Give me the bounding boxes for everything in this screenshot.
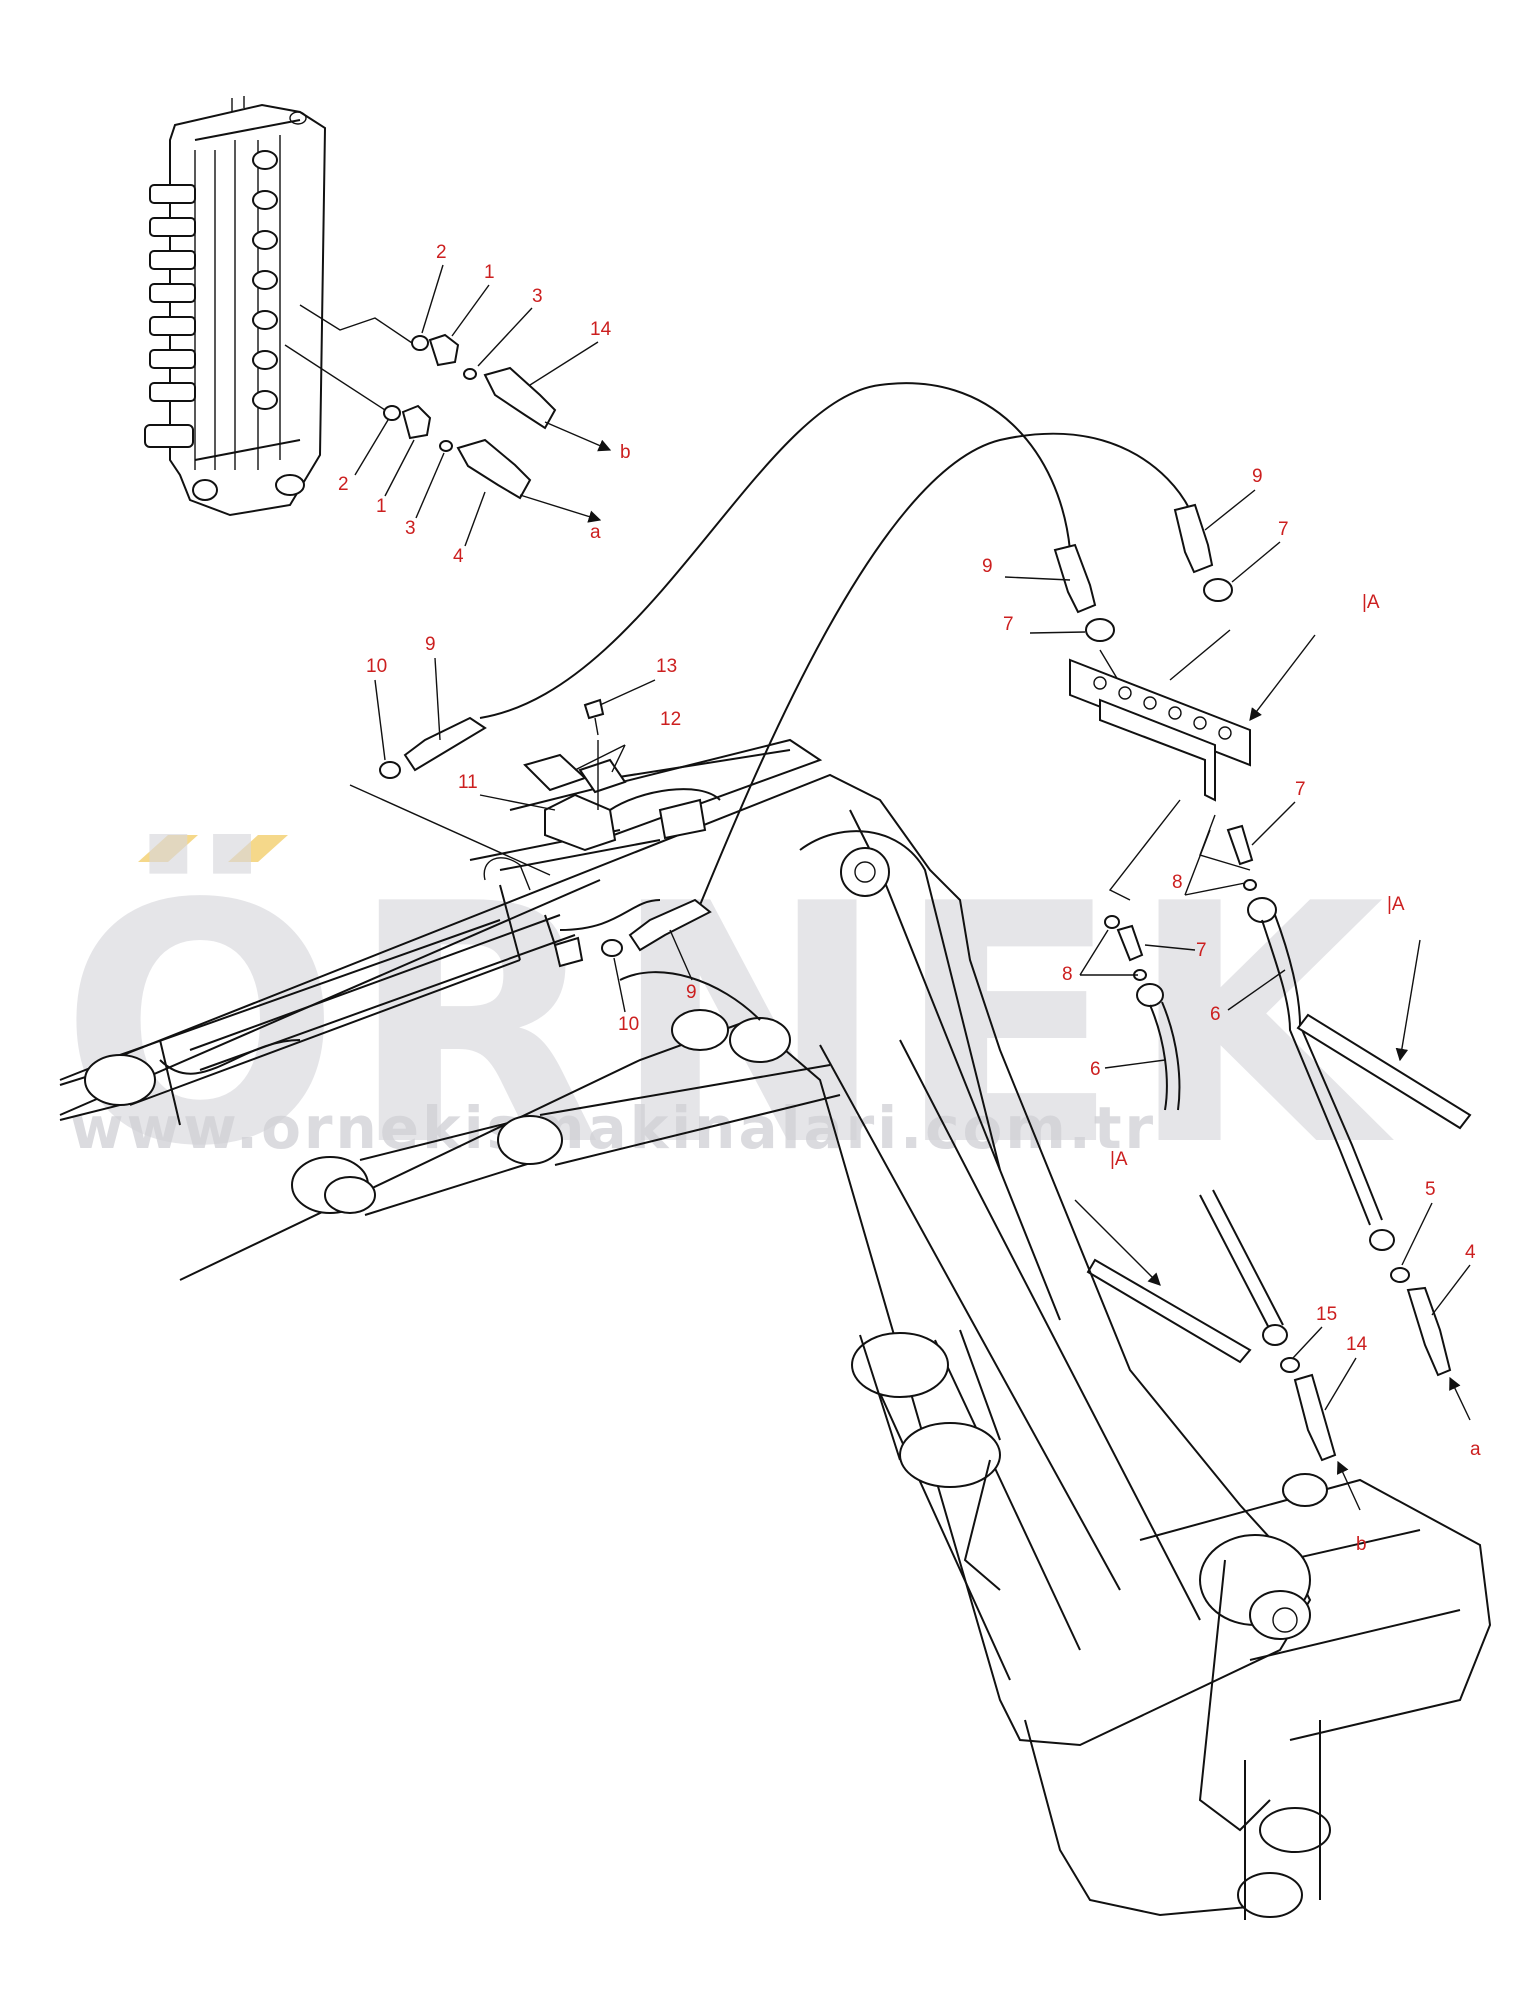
hose-end-14-lower xyxy=(1293,1373,1337,1462)
callout-9: 9 xyxy=(982,556,993,577)
fitting-set-b xyxy=(411,333,612,452)
valve-leader-top xyxy=(299,304,416,346)
watermark-accent-mark xyxy=(228,835,288,862)
hose-9-mid-arc xyxy=(699,432,1191,906)
bracket-plate xyxy=(1069,634,1316,802)
callout-14: 14 xyxy=(1346,1334,1368,1355)
callouts: 2 1 3 14 b 2 1 3 4 a 10 9 13 12 11 9 10 … xyxy=(338,242,1481,1555)
callout-11: 11 xyxy=(458,772,478,793)
callout-14: 14 xyxy=(590,319,612,340)
callout-7: 7 xyxy=(1196,940,1207,961)
hose-end-14 xyxy=(483,366,557,430)
o-ring-10 xyxy=(379,761,401,779)
o-ring-10 xyxy=(601,939,623,957)
hose-end-4-lower xyxy=(1406,1286,1452,1377)
callout-2: 2 xyxy=(338,474,349,495)
o-ring-5 xyxy=(1390,1267,1410,1283)
hose-end-4 xyxy=(456,438,532,500)
watermark-accent-mark xyxy=(138,835,198,862)
ref-label-A: |A xyxy=(1387,894,1405,915)
callout-3: 3 xyxy=(532,286,543,307)
callout-12: 12 xyxy=(660,709,681,730)
hose-9-left-arc xyxy=(479,382,1071,719)
clamp-strips xyxy=(1074,939,1472,1364)
boom-cylinder xyxy=(851,1329,1081,1681)
o-ring-2 xyxy=(411,335,429,351)
callout-9: 9 xyxy=(425,634,436,655)
o-ring-15 xyxy=(1280,1357,1300,1373)
callout-10: 10 xyxy=(618,1014,639,1035)
arrow-label-b: b xyxy=(1356,1534,1367,1555)
callout-1: 1 xyxy=(484,262,495,283)
ref-label-A: |A xyxy=(1362,592,1380,613)
nut-7 xyxy=(1203,578,1233,602)
adapter-1 xyxy=(401,404,432,440)
callout-6: 6 xyxy=(1090,1059,1101,1080)
valve-ports xyxy=(144,150,305,501)
hose-fittings-upper-right xyxy=(1053,503,1233,701)
callout-5: 5 xyxy=(1425,1179,1436,1200)
nut-7 xyxy=(1085,618,1115,642)
callout-7: 7 xyxy=(1278,519,1289,540)
callout-8: 8 xyxy=(1062,964,1073,985)
callout-9: 9 xyxy=(686,982,697,1003)
callout-1: 1 xyxy=(376,496,387,517)
callout-9: 9 xyxy=(1252,466,1263,487)
o-ring-2 xyxy=(383,405,401,421)
callout-4: 4 xyxy=(453,546,464,567)
o-ring-3 xyxy=(463,368,477,380)
arrow-label-a: a xyxy=(1470,1439,1481,1460)
fitting-set-a xyxy=(383,404,602,523)
callout-6: 6 xyxy=(1210,1004,1221,1025)
boom-structure xyxy=(59,773,1492,1920)
valve-leader-bottom xyxy=(284,344,386,411)
o-ring-3 xyxy=(439,440,453,452)
adapter-1 xyxy=(428,333,460,367)
clamp-12 xyxy=(523,753,587,792)
callout-10: 10 xyxy=(366,656,387,677)
arrow-label-a: a xyxy=(590,522,601,543)
arrow-label-b: b xyxy=(620,442,631,463)
callout-13: 13 xyxy=(656,656,677,677)
control-valve xyxy=(144,96,327,517)
callout-3: 3 xyxy=(405,518,416,539)
hose-lower-center xyxy=(1199,1189,1361,1511)
callout-7: 7 xyxy=(1003,614,1014,635)
callout-7: 7 xyxy=(1295,779,1306,800)
boom-clamp-area xyxy=(159,698,823,1075)
callout-4: 4 xyxy=(1465,1242,1476,1263)
callout-15: 15 xyxy=(1316,1304,1337,1325)
callout-2: 2 xyxy=(436,242,447,263)
callout-8: 8 xyxy=(1172,872,1183,893)
bolt-13 xyxy=(583,698,605,720)
ref-label-A: |A xyxy=(1110,1149,1128,1170)
arm-cylinders xyxy=(59,884,841,1216)
